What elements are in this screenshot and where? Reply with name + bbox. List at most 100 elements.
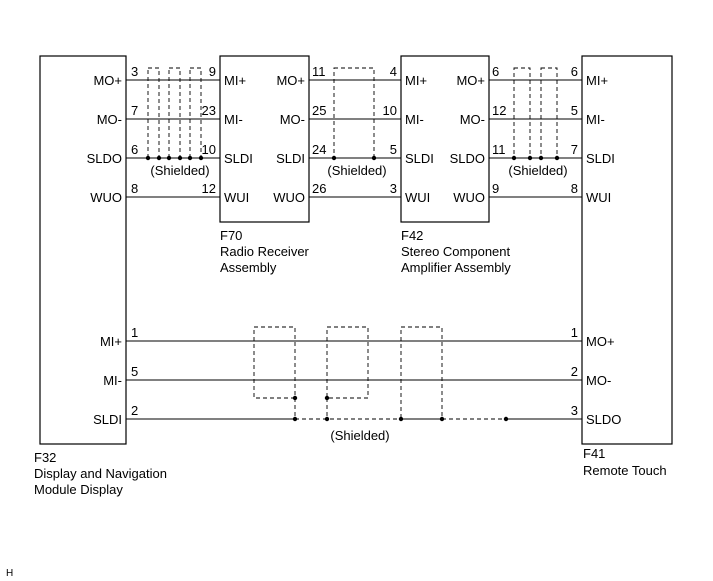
f70-pin-label: MI+ xyxy=(224,73,246,88)
shield-node xyxy=(398,416,404,422)
f70-code: F70 xyxy=(220,228,242,243)
f32-pin-number: 8 xyxy=(131,181,138,196)
f41-pin-number: 1 xyxy=(571,325,578,340)
f41-pin-label: WUI xyxy=(586,190,611,205)
f70-pin-number: 24 xyxy=(312,142,326,157)
f70-pin-label: MO+ xyxy=(276,73,305,88)
f42-pin-label: SLDO xyxy=(450,151,485,166)
f32-pin-number: 7 xyxy=(131,103,138,118)
f70-pin-label: WUO xyxy=(273,190,305,205)
shield-1b xyxy=(168,67,181,159)
f42-pin-number: 10 xyxy=(383,103,397,118)
f32-pin-number: 5 xyxy=(131,364,138,379)
shield-node xyxy=(166,155,172,161)
f42-pin-label: MI+ xyxy=(405,73,427,88)
shielded-label: (Shielded) xyxy=(150,163,209,178)
shield-1a xyxy=(147,67,160,159)
f41-code: F41 xyxy=(583,446,605,461)
shield-node xyxy=(503,416,509,422)
corner-mark: H xyxy=(6,568,13,579)
f32-pin-label: MI+ xyxy=(100,334,122,349)
f41-pin-label: MO- xyxy=(586,373,611,388)
shield-node xyxy=(177,155,183,161)
f42-pin-label: WUI xyxy=(405,190,430,205)
shield-2 xyxy=(333,67,375,159)
f70-pin-number: 9 xyxy=(209,64,216,79)
f70-pin-number: 10 xyxy=(202,142,216,157)
shield-node xyxy=(292,416,298,422)
f42-pin-number: 5 xyxy=(390,142,397,157)
shield-node xyxy=(324,416,330,422)
f42-pin-number: 9 xyxy=(492,181,499,196)
f70-pin-label: SLDI xyxy=(276,151,305,166)
f41-name-line1: Remote Touch xyxy=(583,463,667,478)
f41-pin-label: MI+ xyxy=(586,73,608,88)
f41-pin-number: 2 xyxy=(571,364,578,379)
f42-code: F42 xyxy=(401,228,423,243)
f70-name-line2: Assembly xyxy=(220,260,277,275)
f42-pin-number: 6 xyxy=(492,64,499,79)
f32-pin-label: WUO xyxy=(90,190,122,205)
shield-node xyxy=(145,155,151,161)
shield-node xyxy=(156,155,162,161)
shield-node xyxy=(331,155,337,161)
f32-box xyxy=(39,55,127,445)
f41-pin-number: 8 xyxy=(571,181,578,196)
f42-pin-label: WUO xyxy=(453,190,485,205)
f32-pin-label: SLDO xyxy=(87,151,122,166)
f70-pin-label: MI- xyxy=(224,112,243,127)
f32-pin-label: SLDI xyxy=(93,412,122,427)
f41-pin-label: SLDI xyxy=(586,151,615,166)
f70-name-line1: Radio Receiver xyxy=(220,244,310,259)
f70-box xyxy=(219,55,310,223)
shield-node xyxy=(511,155,517,161)
f41-pin-label: SLDO xyxy=(586,412,621,427)
f41-pin-number: 7 xyxy=(571,142,578,157)
shielded-label: (Shielded) xyxy=(508,163,567,178)
f70-pin-label: SLDI xyxy=(224,151,253,166)
f32-pin-label: MI- xyxy=(103,373,122,388)
shield-4c xyxy=(400,326,443,420)
f41-pin-number: 5 xyxy=(571,103,578,118)
shielded-label: (Shielded) xyxy=(330,428,389,443)
shield-node xyxy=(439,416,445,422)
f42-pin-number: 3 xyxy=(390,181,397,196)
shield-node xyxy=(198,155,204,161)
shield-1c xyxy=(189,67,202,159)
f32-pin-number: 2 xyxy=(131,403,138,418)
f41-box xyxy=(581,55,673,445)
shield-3a xyxy=(513,67,531,159)
f32-pin-number: 6 xyxy=(131,142,138,157)
f32-pin-number: 3 xyxy=(131,64,138,79)
f70-pin-number: 25 xyxy=(312,103,326,118)
f70-pin-number: 26 xyxy=(312,181,326,196)
f70-pin-label: WUI xyxy=(224,190,249,205)
f42-name-line1: Stereo Component xyxy=(401,244,511,259)
shield-node xyxy=(538,155,544,161)
shield-4b xyxy=(326,326,369,399)
f70-pin-number: 11 xyxy=(312,64,326,79)
shield-3b xyxy=(540,67,558,159)
f32-pin-label: MO+ xyxy=(93,73,122,88)
f32-pin-number: 1 xyxy=(131,325,138,340)
f70-pin-number: 12 xyxy=(202,181,216,196)
f41-pin-number: 6 xyxy=(571,64,578,79)
shield-node xyxy=(527,155,533,161)
f32-pin-label: MO- xyxy=(97,112,122,127)
f41-pin-label: MI- xyxy=(586,112,605,127)
f42-pin-label: MO- xyxy=(460,112,485,127)
shield-node xyxy=(292,395,298,401)
f70-pin-number: 23 xyxy=(202,103,216,118)
f41-pin-number: 3 xyxy=(571,403,578,418)
shielded-label: (Shielded) xyxy=(327,163,386,178)
shield-node xyxy=(187,155,193,161)
f32-name-line1: Display and Navigation xyxy=(34,466,167,481)
f70-pin-label: MO- xyxy=(280,112,305,127)
f41-pin-label: MO+ xyxy=(586,334,615,349)
shield-node xyxy=(324,395,330,401)
f42-name-line2: Amplifier Assembly xyxy=(401,260,511,275)
f32-code: F32 xyxy=(34,450,56,465)
f42-pin-label: SLDI xyxy=(405,151,434,166)
